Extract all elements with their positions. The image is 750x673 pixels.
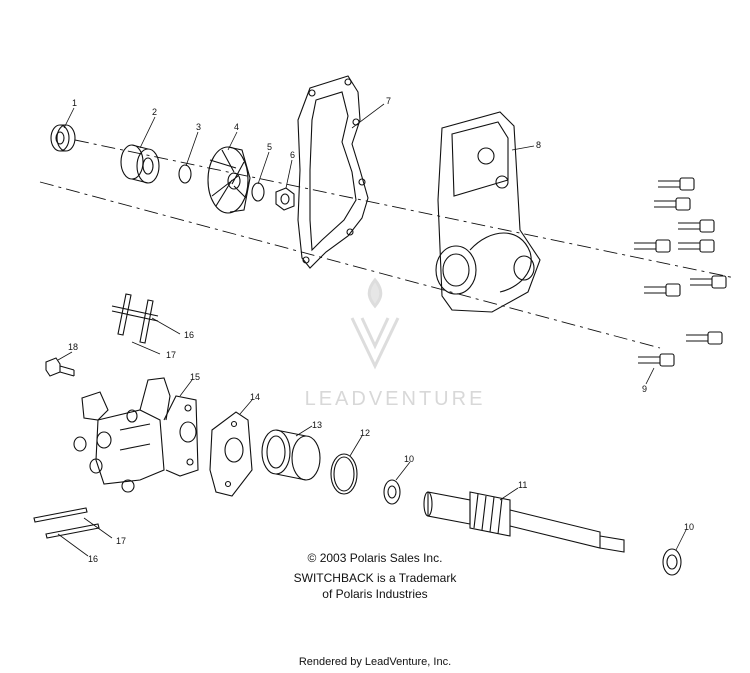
callout-10a: 10 xyxy=(404,454,414,464)
callout-2: 2 xyxy=(152,107,157,117)
trademark-line-1: SWITCHBACK is a Trademark xyxy=(293,571,457,585)
callout-4: 4 xyxy=(234,122,239,132)
callout-17a: 17 xyxy=(166,350,176,360)
part-12-o-ring xyxy=(330,453,358,495)
part-6-nut xyxy=(275,187,295,211)
part-11-shaft xyxy=(423,491,625,553)
callout-numbers: 1 2 3 4 5 6 7 8 9 10 10 11 12 13 14 15 1… xyxy=(68,96,694,564)
callout-11: 11 xyxy=(518,480,527,490)
callout-17b: 17 xyxy=(116,536,126,546)
copyright-text: © 2003 Polaris Sales Inc. xyxy=(307,551,443,565)
callout-3: 3 xyxy=(196,122,201,132)
part-14-gasket xyxy=(209,411,253,497)
callout-15: 15 xyxy=(190,372,200,382)
callout-18: 18 xyxy=(68,342,78,352)
callout-13: 13 xyxy=(312,420,322,430)
part-8-cover xyxy=(435,111,541,313)
callout-9: 9 xyxy=(642,384,647,394)
callout-6: 6 xyxy=(290,150,295,160)
part-15-oil-pump xyxy=(73,377,199,493)
callout-10b: 10 xyxy=(684,522,694,532)
watermark-text: LEADVENTURE xyxy=(304,388,486,410)
part-16-17-pins-top xyxy=(111,293,159,344)
axis-lines xyxy=(39,139,736,349)
trademark-line-2: of Polaris Industries xyxy=(322,587,428,601)
part-13-sleeve xyxy=(261,429,321,481)
rendered-by-footer: Rendered by LeadVenture, Inc. xyxy=(298,656,452,668)
part-4-impeller xyxy=(207,146,251,214)
part-3-ring xyxy=(178,164,192,184)
callout-8: 8 xyxy=(536,140,541,150)
watermark-logo-icon xyxy=(350,277,400,370)
part-7-gasket xyxy=(297,75,369,269)
part-16-17-pins-bottom xyxy=(33,507,100,539)
callout-1: 1 xyxy=(72,98,77,108)
part-18-bolt xyxy=(45,357,75,377)
callout-14: 14 xyxy=(250,392,260,402)
callout-16a: 16 xyxy=(184,330,194,340)
part-10-washer-b xyxy=(662,548,682,576)
part-1-seal xyxy=(50,124,76,152)
leader-lines xyxy=(57,103,687,557)
callout-5: 5 xyxy=(267,142,272,152)
callout-7: 7 xyxy=(386,96,391,106)
part-9-bolts xyxy=(634,177,727,367)
callout-12: 12 xyxy=(360,428,370,438)
part-2-bearing xyxy=(120,144,160,184)
callout-16b: 16 xyxy=(88,554,98,564)
part-5-washer xyxy=(251,182,265,202)
part-10-washer-a xyxy=(383,479,401,505)
